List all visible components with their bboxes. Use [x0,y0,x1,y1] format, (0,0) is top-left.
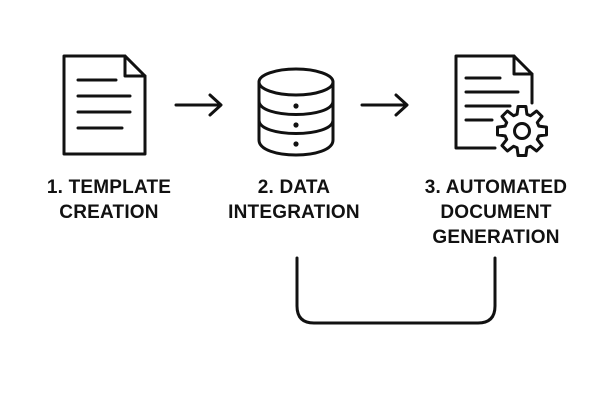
gear-icon [496,105,548,157]
feedback-connector [295,256,497,325]
step-2-label-line: 2. DATA [257,177,331,198]
step-3-label: 3. AUTOMATED DOCUMENT GENERATION [404,175,588,250]
arrow-step2-to-step3 [360,93,409,117]
step-2-label-line: INTEGRATION [228,202,360,223]
step-3-label-line: GENERATION [432,227,560,248]
document-gear-icon [454,54,548,157]
step-2-label: 2. DATA INTEGRATION [214,175,374,225]
step-1-label: 1. TEMPLATE CREATION [24,175,194,225]
arrow-step1-to-step2 [174,93,223,117]
step-1-label-line: CREATION [59,202,159,223]
step-1-label-line: 1. TEMPLATE [46,177,172,198]
step-3-label-line: DOCUMENT [440,202,552,223]
document-icon [62,54,147,156]
step-3-label-line: 3. AUTOMATED [424,177,568,198]
database-icon [257,67,335,157]
